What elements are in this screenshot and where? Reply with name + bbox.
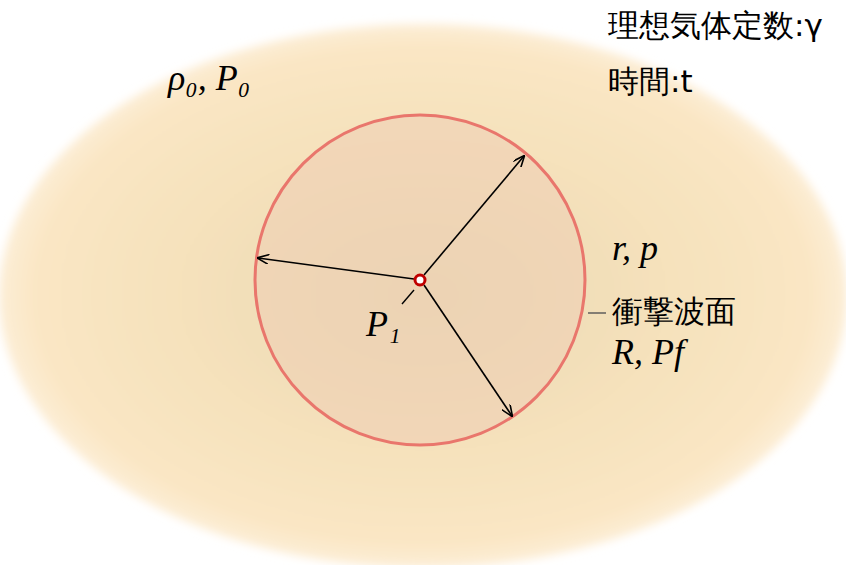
inner-state-label: r, p: [612, 228, 658, 269]
leader-line: [588, 312, 606, 313]
leader-line: [402, 290, 414, 304]
explosion-center: [415, 275, 425, 285]
center-pressure-label: P₁: [366, 304, 401, 345]
ambient-gas-region: [0, 24, 846, 565]
ambient-state-label: ρ₀, P₀: [168, 58, 250, 99]
shock-state-label: R, Pf: [612, 332, 684, 373]
time-label: 時間:t: [608, 64, 693, 100]
shock-front-circle: [255, 115, 585, 445]
expansion-arrow: [424, 285, 512, 416]
shock-front-label: 衝撃波面: [612, 294, 736, 330]
expansion-arrow: [424, 156, 524, 275]
expansion-arrow: [258, 258, 414, 279]
constant-label: 理想気体定数:γ: [608, 8, 823, 44]
